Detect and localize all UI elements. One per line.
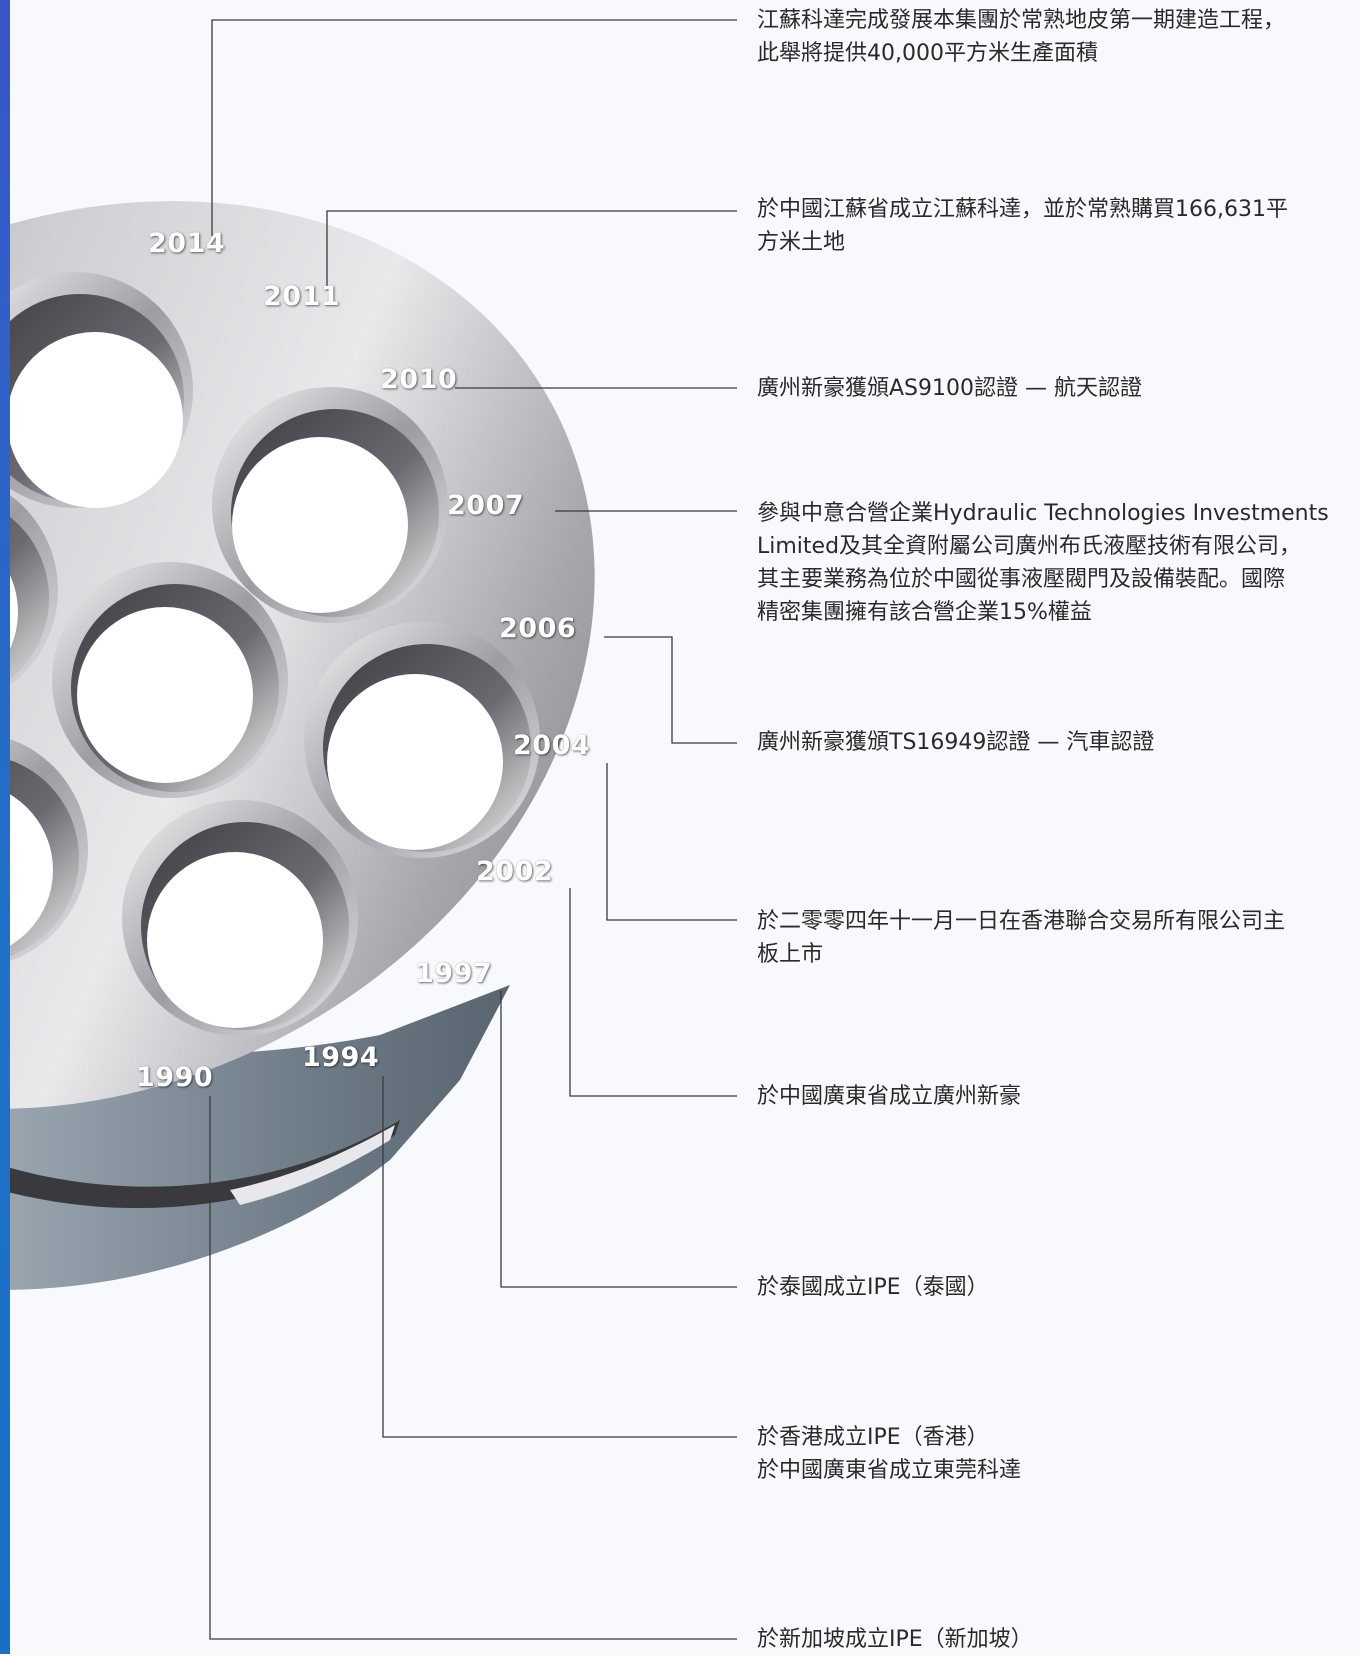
event-line: 方米土地 (757, 230, 846, 255)
leader-line-2004 (606, 763, 737, 921)
event-line: 於香港成立IPE（香港） (757, 1425, 989, 1450)
leader-line-2002 (569, 888, 737, 1097)
event-line: 廣州新豪獲頒AS9100認證 — 航天認證 (757, 376, 1142, 401)
disc-holes (10, 272, 540, 1036)
event-line: 於中國廣東省成立東莞科達 (757, 1458, 1022, 1483)
event-2006: 廣州新豪獲頒TS16949認證 — 汽車認證 (757, 726, 1357, 759)
leader-line-2014 (211, 19, 737, 236)
year-label-2004: 2004 (513, 730, 591, 761)
cylinder-groove-highlight (230, 1125, 395, 1205)
event-line: 此舉將提供40,000平方米生產面積 (757, 41, 1098, 66)
leader-line-2011 (326, 210, 737, 287)
year-label-2007: 2007 (447, 490, 525, 521)
event-line: 於中國江蘇省成立江蘇科達，並於常熟購買166,631平 (757, 197, 1288, 222)
event-line: 板上市 (757, 942, 824, 967)
event-line: 於中國廣東省成立廣州新豪 (757, 1084, 1022, 1109)
year-label-2010: 2010 (380, 364, 458, 395)
leader-line-1990 (209, 1096, 737, 1640)
accent-bar (0, 0, 10, 1654)
event-line: 參與中意合營企業Hydraulic Technologies Investmen… (757, 501, 1329, 526)
leader-line-2006 (604, 636, 737, 744)
year-label-2002: 2002 (476, 856, 554, 887)
event-2014: 江蘇科達完成發展本集團於常熟地皮第一期建造工程， 此舉將提供40,000平方米生產… (757, 4, 1357, 70)
event-line: 於新加坡成立IPE（新加坡） (757, 1627, 1033, 1652)
leader-lines (209, 19, 737, 1640)
year-label-2006: 2006 (499, 613, 577, 644)
leader-line-1997 (500, 991, 737, 1288)
event-2007: 參與中意合營企業Hydraulic Technologies Investmen… (757, 497, 1357, 629)
event-2010: 廣州新豪獲頒AS9100認證 — 航天認證 (757, 372, 1357, 405)
year-label-2014: 2014 (148, 228, 226, 259)
event-line: 江蘇科達完成發展本集團於常熟地皮第一期建造工程， (757, 8, 1286, 33)
event-2004: 於二零零四年十一月一日在香港聯合交易所有限公司主板上市 (757, 905, 1357, 971)
event-line: 廣州新豪獲頒TS16949認證 — 汽車認證 (757, 730, 1155, 755)
event-line: Limited及其全資附屬公司廣州布氏液壓技術有限公司， (757, 534, 1302, 559)
event-2011: 於中國江蘇省成立江蘇科達，並於常熟購買166,631平方米土地 (757, 193, 1357, 259)
year-label-1994: 1994 (302, 1042, 380, 1073)
cylinder-groove (10, 1120, 400, 1208)
event-2002: 於中國廣東省成立廣州新豪 (757, 1080, 1357, 1113)
event-line: 於泰國成立IPE（泰國） (757, 1275, 989, 1300)
event-line: 精密集團擁有該合營企業15%權益 (757, 600, 1092, 625)
event-1994: 於香港成立IPE（香港） 於中國廣東省成立東莞科達 (757, 1421, 1357, 1487)
year-label-1990: 1990 (136, 1062, 214, 1093)
event-line: 其主要業務為位於中國從事液壓閥門及設備裝配。國際 (757, 567, 1286, 592)
leader-line-1994 (382, 1076, 737, 1438)
event-1990: 於新加坡成立IPE（新加坡） (757, 1623, 1357, 1656)
event-1997: 於泰國成立IPE（泰國） (757, 1271, 1357, 1304)
year-label-1997: 1997 (415, 958, 493, 989)
year-label-2011: 2011 (263, 281, 341, 312)
event-line: 於二零零四年十一月一日在香港聯合交易所有限公司主 (757, 909, 1286, 934)
